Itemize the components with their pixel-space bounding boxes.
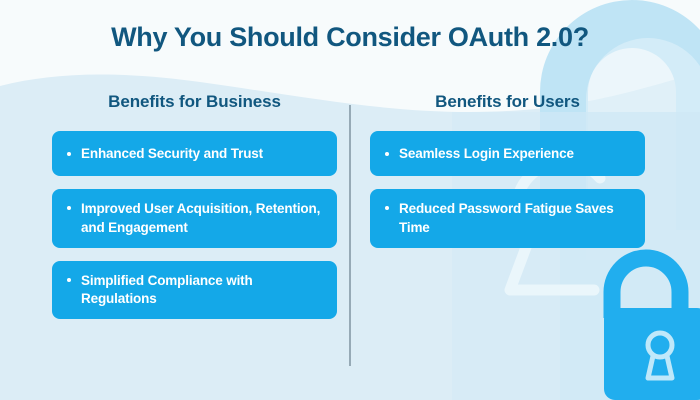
benefit-card[interactable]: Improved User Acquisition, Retention, an… [52, 189, 337, 248]
benefit-card[interactable]: Seamless Login Experience [370, 131, 645, 177]
columns-container: Benefits for Business Enhanced Security … [0, 92, 700, 392]
bullet-icon [67, 277, 71, 282]
column-business: Benefits for Business Enhanced Security … [0, 92, 350, 392]
bullet-icon [385, 151, 389, 156]
benefit-text: Seamless Login Experience [399, 145, 574, 161]
bullet-icon [67, 206, 71, 211]
column-heading-users: Benefits for Users [435, 92, 580, 111]
column-users: Benefits for Users Seamless Login Experi… [350, 92, 700, 392]
column-divider [349, 105, 351, 366]
column-heading-business: Benefits for Business [108, 92, 281, 111]
benefit-card[interactable]: Simplified Compliance with Regulations [52, 260, 337, 320]
benefit-card[interactable]: Enhanced Security and Trust [52, 131, 337, 177]
benefit-text: Enhanced Security and Trust [81, 145, 263, 161]
benefit-card[interactable]: Reduced Password Fatigue Saves Time [370, 189, 645, 248]
bullet-icon [67, 151, 71, 156]
benefit-text: Reduced Password Fatigue Saves Time [399, 201, 614, 235]
page-title: Why You Should Consider OAuth 2.0? [111, 22, 589, 52]
benefit-text: Improved User Acquisition, Retention, an… [81, 201, 321, 235]
benefit-text: Simplified Compliance with Regulations [81, 272, 253, 307]
bullet-icon [385, 206, 389, 211]
